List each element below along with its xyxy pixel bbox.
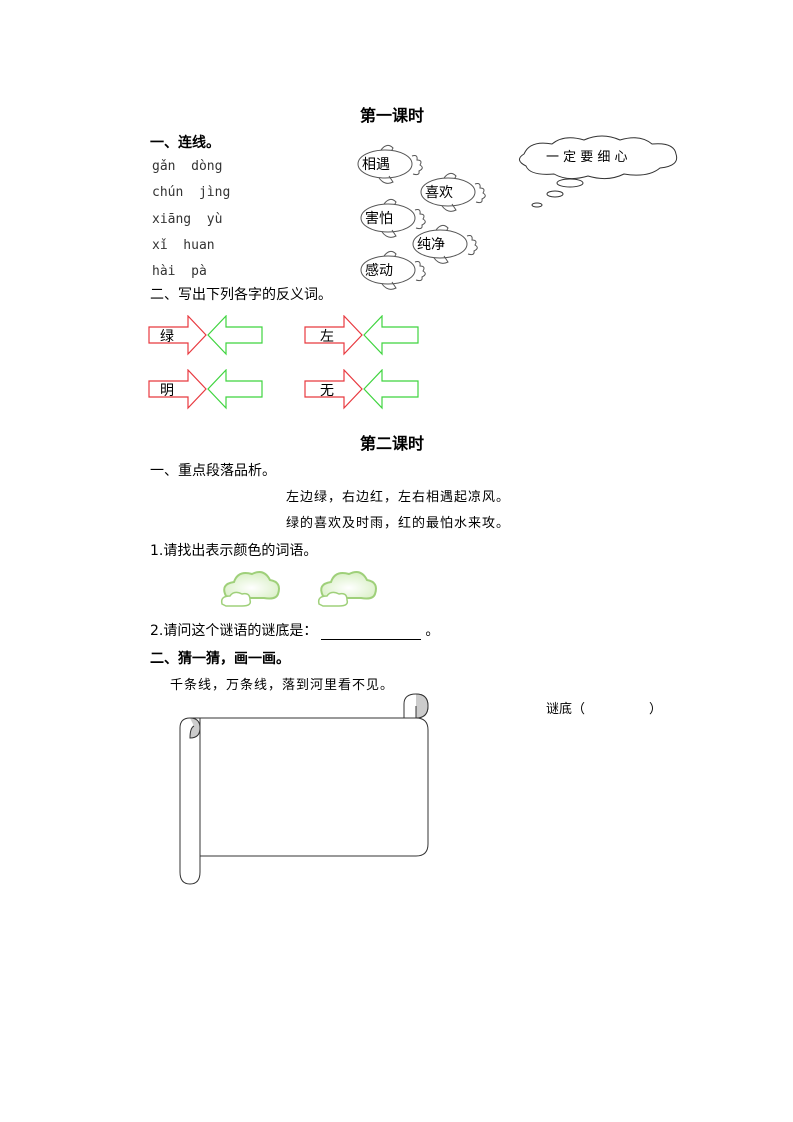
antonym-char: 明 xyxy=(160,383,174,399)
fish-word-card[interactable]: 喜欢 xyxy=(420,170,492,214)
answer-blank[interactable] xyxy=(321,625,422,640)
section-connect-heading: 一、连线。 xyxy=(150,135,220,151)
fish-word-card[interactable]: 纯净 xyxy=(412,222,484,266)
lesson1-title: 第一课时 xyxy=(360,106,425,125)
question-1: 1.请找出表示颜色的词语。 xyxy=(150,543,318,559)
section-antonym-heading: 二、写出下列各字的反义词。 xyxy=(150,287,332,303)
thought-cloud-text: 一 定 要 细 心 xyxy=(546,150,628,165)
answer-label: 谜底（） xyxy=(546,702,663,717)
pinyin-item: xǐ huan xyxy=(152,238,215,253)
drawing-scroll-area[interactable] xyxy=(176,692,432,888)
fish-word-card[interactable]: 感动 xyxy=(360,248,432,292)
question-2: 2.请问这个谜语的谜底是：。 xyxy=(150,623,440,640)
riddle-line: 绿的喜欢及时雨，红的最怕水来攻。 xyxy=(286,516,511,531)
fish-word-card[interactable]: 相遇 xyxy=(357,142,429,186)
riddle-text: 千条线，万条线，落到河里看不见。 xyxy=(170,678,395,693)
antonym-char: 无 xyxy=(320,383,334,399)
cloud-answer-box[interactable] xyxy=(315,566,379,610)
riddle-line: 左边绿，右边红，左右相遇起凉风。 xyxy=(286,490,511,505)
lesson2-title: 第二课时 xyxy=(360,434,425,453)
pinyin-item: hài pà xyxy=(152,264,207,279)
pinyin-item: chún jìng xyxy=(152,185,231,200)
pinyin-item: xiāng yù xyxy=(152,212,223,227)
cloud-answer-box[interactable] xyxy=(218,566,282,610)
fish-word-card[interactable]: 害怕 xyxy=(360,196,432,240)
thought-cloud-icon xyxy=(519,135,678,208)
section-analysis-heading: 一、重点段落品析。 xyxy=(150,463,276,479)
antonym-char: 绿 xyxy=(160,329,174,345)
section-draw-heading: 二、猜一猜，画一画。 xyxy=(150,651,290,667)
pinyin-item: gǎn dòng xyxy=(152,159,223,174)
antonym-char: 左 xyxy=(320,329,334,345)
